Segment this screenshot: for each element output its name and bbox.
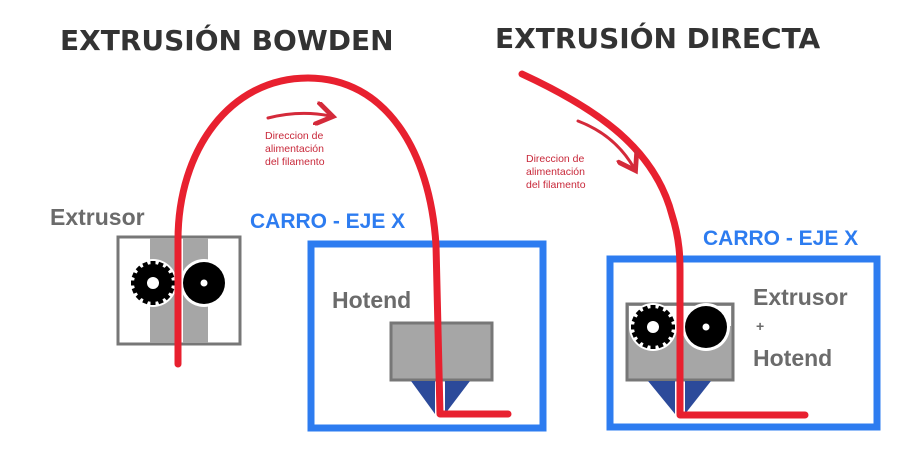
- bowden-carriage-label: CARRO - EJE X: [250, 210, 405, 233]
- extruder-label: Extrusor: [50, 204, 145, 230]
- direct-title: EXTRUSIÓN DIRECTA: [495, 21, 821, 55]
- hotend-label: Hotend: [332, 287, 411, 313]
- direct-carriage-label: CARRO - EJE X: [703, 227, 858, 250]
- idler-wheel-icon: [685, 306, 727, 348]
- direct-filament-path: [518, 70, 809, 419]
- bowden-carriage-box: [307, 240, 547, 432]
- drive-gear-icon: [131, 261, 175, 305]
- direct-carriage-box: [606, 255, 881, 431]
- idler-wheel-icon: [183, 262, 225, 304]
- bowden-title: EXTRUSIÓN BOWDEN: [60, 23, 394, 57]
- direct-direction-note: Direccion de alimentación del filamento: [526, 153, 588, 191]
- direct-direction-arrow-icon: [576, 119, 634, 168]
- bowden-direction-note: Direccion de alimentación del filamento: [265, 130, 327, 168]
- bowden-direction-arrow-icon: [266, 113, 330, 118]
- bowden-filament-path: [174, 74, 512, 418]
- drive-gear-icon: [631, 305, 675, 349]
- extruder-hotend-label: Extrusor + Hotend: [753, 284, 854, 371]
